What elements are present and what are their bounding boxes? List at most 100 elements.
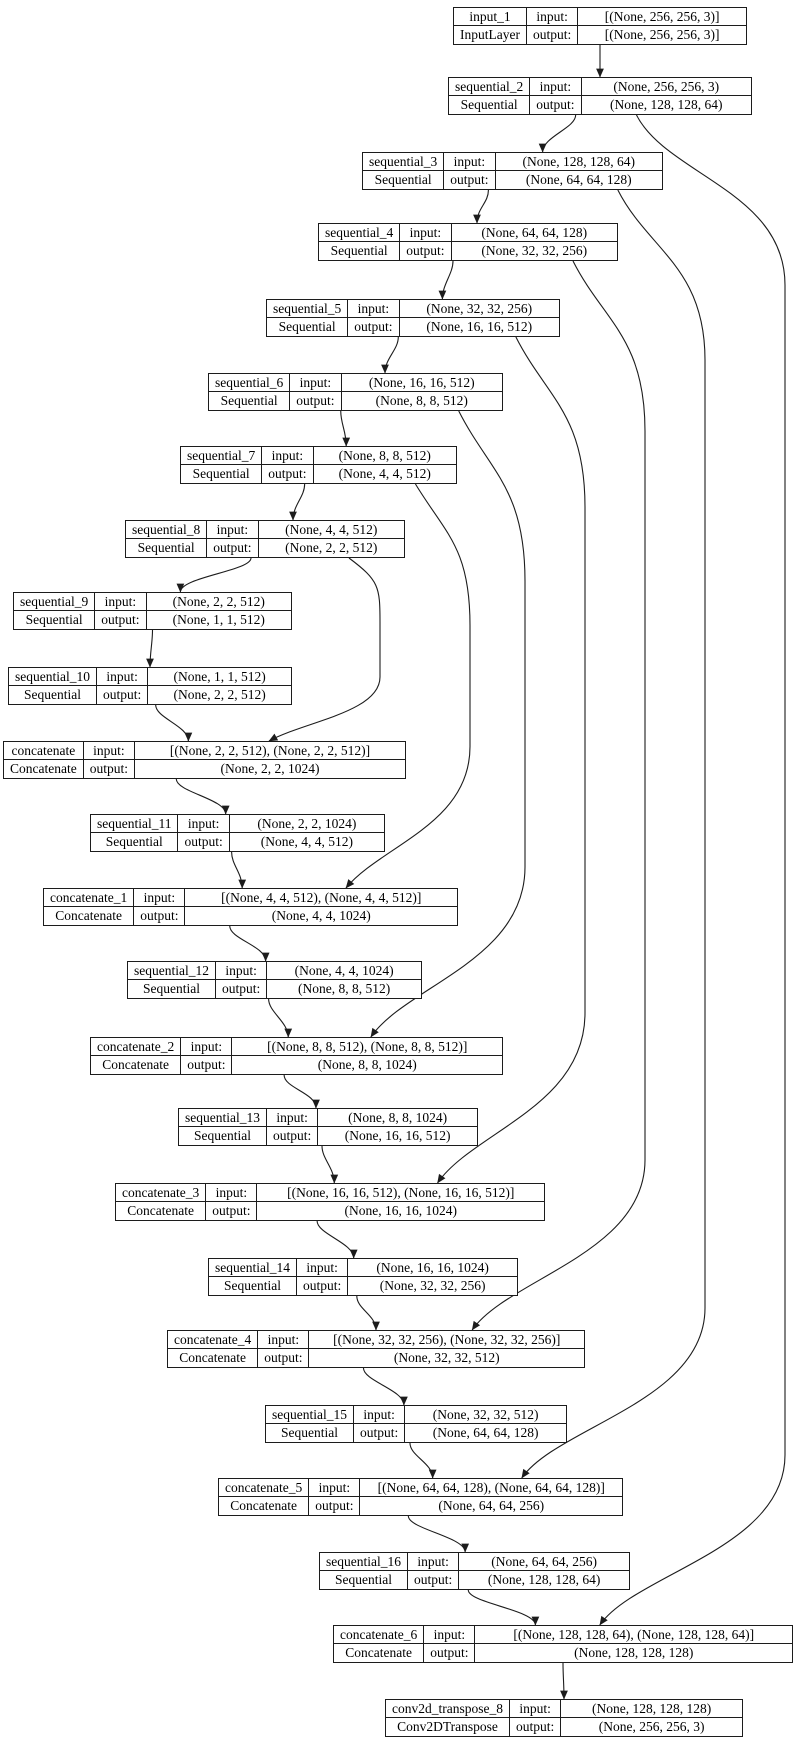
output-shape: (None, 8, 8, 1024) — [317, 1057, 417, 1073]
layer-name: sequential_9 — [14, 593, 96, 611]
layer-name: concatenate_6 — [334, 1626, 425, 1644]
output-shape: (None, 32, 32, 256) — [379, 1278, 486, 1294]
input-label: input: — [178, 815, 230, 833]
output-label: output: — [309, 1497, 361, 1515]
input-label: input: — [444, 153, 496, 171]
output-label: output: — [354, 1424, 406, 1442]
input-label: input: — [95, 593, 147, 611]
output-shape: (None, 4, 4, 512) — [338, 466, 431, 482]
edge-sequential_2-to-concatenate_6 — [599, 114, 786, 1626]
input-label: input: — [348, 300, 400, 318]
edge-concatenate_3-to-sequential_14 — [316, 1220, 358, 1259]
input-label: input: — [509, 1700, 562, 1718]
output-label: output: — [510, 1718, 562, 1736]
input-label: input: — [206, 1184, 258, 1202]
layer-type: Sequential — [319, 242, 401, 260]
layer-type: Sequential — [126, 539, 208, 557]
layer-name: sequential_6 — [209, 374, 291, 392]
output-label: output: — [181, 1056, 233, 1074]
layer-type: Sequential — [266, 1424, 354, 1442]
output-shape: (None, 16, 16, 512) — [426, 319, 533, 335]
output-label: output: — [444, 171, 496, 189]
input-shape: (None, 32, 32, 512) — [405, 1406, 566, 1424]
input-label: input: — [266, 1109, 319, 1127]
layer-name: input_1 — [454, 8, 527, 26]
output-label: output: — [267, 1127, 319, 1145]
layer-type: Sequential — [91, 833, 179, 851]
input-label: input: — [134, 889, 186, 907]
layer-type: InputLayer — [454, 26, 527, 44]
layer-name: concatenate_5 — [219, 1479, 310, 1497]
input-shape: (None, 8, 8, 512) — [313, 447, 456, 465]
layer-type: Sequential — [320, 1571, 408, 1589]
layer-type: Sequential — [14, 611, 96, 629]
output-shape: (None, 16, 16, 1024) — [344, 1203, 457, 1219]
output-shape: (None, 64, 64, 128) — [525, 172, 632, 188]
output-label: output: — [527, 26, 579, 44]
input-label: input: — [296, 1259, 349, 1277]
layer-type: Sequential — [449, 96, 531, 114]
output-shape: (None, 32, 32, 512) — [393, 1350, 500, 1366]
output-label: output: — [206, 1202, 258, 1220]
layer-name: concatenate_1 — [44, 889, 135, 907]
input-shape: (None, 64, 64, 256) — [459, 1553, 629, 1571]
input-shape: (None, 16, 16, 512) — [341, 374, 502, 392]
edge-sequential_3-to-concatenate_5 — [521, 189, 706, 1479]
input-shape: (None, 256, 256, 3) — [581, 78, 751, 96]
output-label: output: — [95, 611, 147, 629]
layer-name: sequential_2 — [449, 78, 531, 96]
edge-sequential_4-to-sequential_5 — [438, 260, 454, 300]
edge-sequential_5-to-sequential_6 — [381, 336, 399, 374]
edge-concatenate_1-to-sequential_12 — [229, 925, 270, 962]
output-shape: (None, 256, 256, 3) — [598, 1719, 705, 1735]
output-label: output: — [530, 96, 582, 114]
edge-sequential_7-to-concatenate_1 — [345, 483, 471, 889]
layer-type: Concatenate — [334, 1644, 425, 1662]
output-shape: (None, 64, 64, 256) — [438, 1498, 545, 1514]
output-shape: (None, 64, 64, 128) — [432, 1425, 539, 1441]
edge-sequential_4-to-concatenate_4 — [471, 260, 646, 1331]
layer-name: sequential_3 — [363, 153, 445, 171]
output-label: output: — [178, 833, 230, 851]
output-shape: (None, 4, 4, 1024) — [271, 908, 371, 924]
input-shape: (None, 2, 2, 512) — [146, 593, 291, 611]
input-label: input: — [96, 668, 149, 686]
output-label: output: — [262, 465, 314, 483]
edge-sequential_6-to-sequential_7 — [340, 410, 351, 447]
output-shape: [(None, 256, 256, 3)] — [604, 27, 720, 43]
layer-type: Concatenate — [91, 1056, 182, 1074]
edge-sequential_3-to-sequential_4 — [473, 189, 489, 224]
output-shape: (None, 2, 2, 512) — [173, 687, 266, 703]
input-label: input: — [83, 742, 135, 760]
layer-type: Sequential — [128, 980, 216, 998]
input-label: input: — [530, 78, 582, 96]
output-shape: (None, 2, 2, 1024) — [220, 761, 320, 777]
layer-type: Sequential — [181, 465, 263, 483]
output-label: output: — [400, 242, 452, 260]
input-shape: [(None, 128, 128, 64), (None, 128, 128, … — [475, 1626, 792, 1644]
layer-type: Concatenate — [44, 907, 135, 925]
input-label: input: — [309, 1479, 361, 1497]
layer-type: Concatenate — [4, 760, 84, 778]
output-shape: (None, 8, 8, 512) — [375, 393, 468, 409]
output-shape: (None, 1, 1, 512) — [172, 612, 265, 628]
output-shape: (None, 2, 2, 512) — [285, 540, 378, 556]
output-label: output: — [216, 980, 268, 998]
layer-type: Sequential — [363, 171, 445, 189]
output-shape: (None, 128, 128, 128) — [574, 1645, 694, 1661]
input-shape: (None, 32, 32, 256) — [399, 300, 559, 318]
output-label: output: — [424, 1644, 476, 1662]
input-label: input: — [258, 1331, 310, 1349]
input-shape: (None, 16, 16, 1024) — [348, 1259, 517, 1277]
output-shape: (None, 128, 128, 64) — [487, 1572, 601, 1588]
